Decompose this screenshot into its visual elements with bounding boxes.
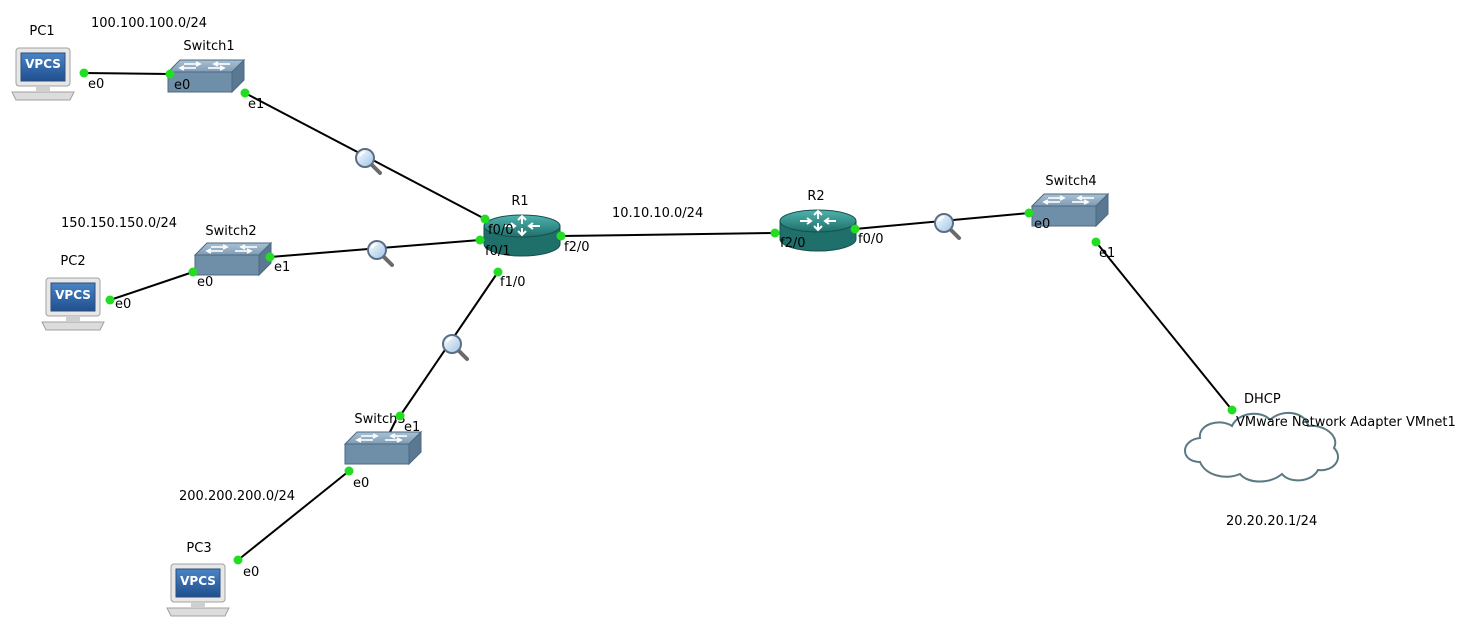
link-r1-r2[interactable] [560, 232, 776, 237]
packet-capture-magnifier-icon[interactable] [441, 333, 469, 361]
port-label: f1/0 [500, 275, 526, 290]
node-switch2[interactable]: Switch2 [194, 224, 272, 276]
node-label-pc3: PC3 [186, 541, 211, 556]
vpcs-pc-icon [11, 47, 75, 101]
node-r2[interactable]: R2 [779, 189, 857, 252]
port-label: f2/0 [780, 236, 806, 251]
port-dot [265, 252, 275, 262]
subnet-label: 10.10.10.0/24 [612, 206, 703, 221]
port-dot [770, 228, 780, 238]
cloud-adapter-label: VMware Network Adapter VMnet1 [1236, 415, 1456, 430]
node-label-pc1: PC1 [29, 24, 54, 39]
node-label-r1: R1 [511, 194, 528, 209]
node-label-switch3: Switch3 [354, 412, 405, 427]
port-label: f0/1 [485, 244, 511, 259]
link-pc1-switch1[interactable] [83, 72, 171, 75]
port-label: e0 [197, 275, 213, 290]
port-dot [475, 235, 485, 245]
node-switch4[interactable]: Switch4 [1031, 174, 1109, 227]
port-dot [165, 69, 175, 79]
vpcs-pc-icon [41, 277, 105, 331]
node-pc1[interactable]: VPCS PC1 [11, 24, 75, 101]
port-dot [480, 214, 490, 224]
port-label: e0 [88, 77, 104, 92]
port-label: e0 [174, 78, 190, 93]
port-dot [1091, 237, 1101, 247]
subnet-label: 20.20.20.1/24 [1226, 514, 1317, 529]
port-dots-layer [79, 68, 1237, 565]
vpcs-badge: VPCS [25, 57, 61, 71]
port-label: e0 [243, 565, 259, 580]
port-dot [79, 68, 89, 78]
node-pc2[interactable]: VPCS PC2 [41, 254, 105, 331]
subnet-label: 150.150.150.0/24 [61, 216, 177, 231]
port-dot [105, 295, 115, 305]
node-r1[interactable]: R1 [483, 194, 561, 257]
subnet-labels-layer: 100.100.100.0/24 150.150.150.0/24 200.20… [61, 16, 1317, 529]
node-switch3[interactable]: Switch3 [344, 412, 422, 465]
link-pc2-switch2[interactable] [109, 271, 194, 301]
vpcs-badge: VPCS [55, 288, 91, 302]
port-label: f0/0 [858, 232, 884, 247]
port-dot [1227, 405, 1237, 415]
node-switch1[interactable]: Switch1 [167, 39, 245, 93]
port-label: e1 [248, 97, 264, 112]
ethernet-switch-icon [344, 431, 422, 465]
port-label: e1 [1099, 246, 1115, 261]
port-dot [556, 231, 566, 241]
port-dot [233, 555, 243, 565]
link-switch4-cloud[interactable] [1095, 241, 1233, 411]
port-label: e1 [404, 420, 420, 435]
node-label-r2: R2 [807, 189, 824, 204]
port-label: f0/0 [488, 223, 514, 238]
port-label: f2/0 [564, 240, 590, 255]
packet-capture-magnifier-icon[interactable] [933, 212, 961, 240]
port-label: e0 [353, 476, 369, 491]
node-label-switch1: Switch1 [183, 39, 234, 54]
port-label: e0 [115, 297, 131, 312]
port-label: e1 [274, 260, 290, 275]
vpcs-badge: VPCS [180, 574, 216, 588]
port-dot [344, 466, 354, 476]
port-dot [850, 224, 860, 234]
ethernet-switch-icon [194, 242, 272, 276]
packet-capture-magnifier-icon[interactable] [366, 239, 394, 267]
port-dot [493, 267, 503, 277]
subnet-label: 100.100.100.0/24 [91, 16, 207, 31]
port-labels-layer: e0 e0 e1 e0 e0 e1 e0 e0 e1 f0/0 f0/1 f1/… [88, 77, 1115, 580]
link-pc3-switch3[interactable] [237, 470, 350, 561]
node-label-pc2: PC2 [60, 254, 85, 269]
cloud-icon [1184, 411, 1339, 483]
port-label: e0 [1034, 217, 1050, 232]
node-label-switch4: Switch4 [1045, 174, 1096, 189]
port-dot [240, 88, 250, 98]
links-layer [83, 72, 1233, 561]
subnet-label: 200.200.200.0/24 [179, 489, 295, 504]
node-pc3[interactable]: VPCS PC3 [166, 541, 230, 617]
port-dot [1024, 208, 1034, 218]
node-label-switch2: Switch2 [205, 224, 256, 239]
node-cloud[interactable]: DHCP VMware Network Adapter VMnet1 [1184, 392, 1456, 483]
vpcs-pc-icon [166, 563, 230, 617]
port-dot [188, 267, 198, 277]
port-dot [395, 411, 405, 421]
node-label-cloud: DHCP [1244, 392, 1281, 407]
